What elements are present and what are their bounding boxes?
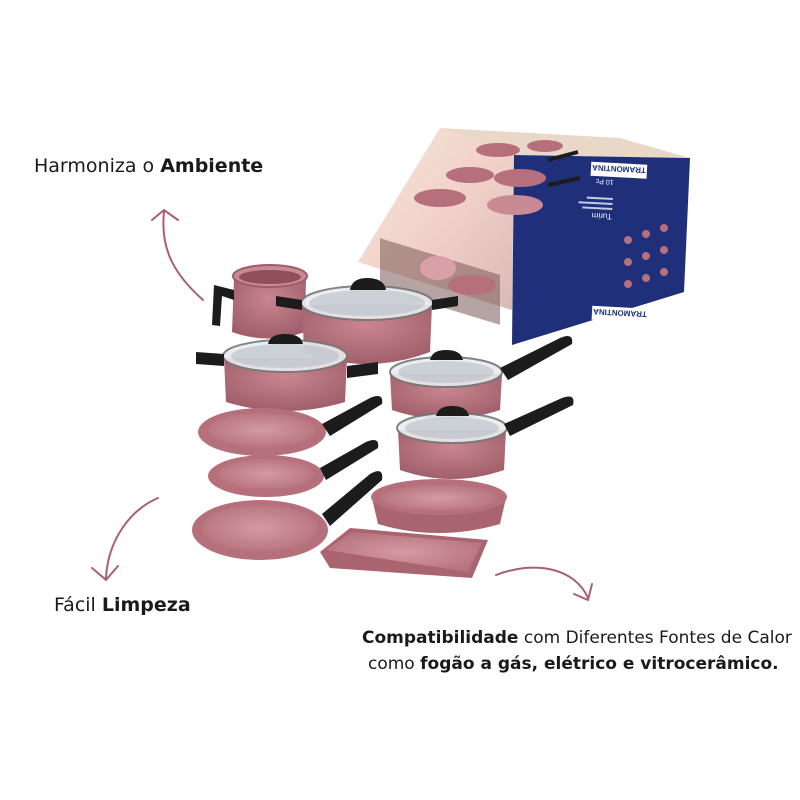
arrow-bottom	[91, 497, 159, 582]
caption-fogao-bold: fogão a gás, elétrico e vitrocerâmico.	[420, 654, 779, 674]
caption-ambiente: Harmoniza o Ambiente	[34, 153, 263, 179]
caption-compat-line1: Compatibilidade com Diferentes Fontes de…	[362, 628, 792, 648]
arrow-right	[495, 566, 593, 602]
frying-pan-3	[192, 471, 383, 560]
caption-limpeza-bold: Limpeza	[101, 594, 191, 616]
caption-compat-line2: como fogão a gás, elétrico e vitrocerâmi…	[362, 651, 792, 677]
caption-ambiente-normal: Harmoniza o	[34, 155, 161, 177]
caption-limpeza: Fácil Limpeza	[54, 592, 191, 618]
medium-casserole	[196, 334, 378, 411]
caption-compat-normal: com Diferentes Fontes de Calor	[518, 628, 792, 648]
saucepan-large	[389, 336, 573, 419]
caption-limpeza-normal: Fácil	[54, 594, 102, 616]
box-brand-bottom: TRAMONTINA	[593, 307, 647, 319]
box-piece-count: 10 Pc	[595, 177, 614, 185]
frying-pan-2	[208, 440, 379, 497]
caption-compat-bold: Compatibilidade	[362, 628, 519, 648]
deep-fry-pan	[371, 479, 507, 533]
caption-fogao-normal: como	[368, 654, 421, 674]
milk-pot	[212, 264, 308, 339]
frying-pan-1	[198, 396, 383, 456]
box-product-name: Turim	[591, 211, 612, 221]
caption-compatibilidade: Compatibilidade com Diferentes Fontes de…	[362, 625, 792, 677]
arrow-top	[151, 208, 204, 301]
baking-tray	[320, 528, 488, 578]
box-brand-top: TRAMONTINA	[592, 163, 646, 175]
saucepan-small	[396, 396, 574, 479]
caption-ambiente-bold: Ambiente	[160, 155, 264, 177]
product-box: TRAMONTINA TRAMONTINA Turim 10 Pc	[358, 128, 690, 345]
